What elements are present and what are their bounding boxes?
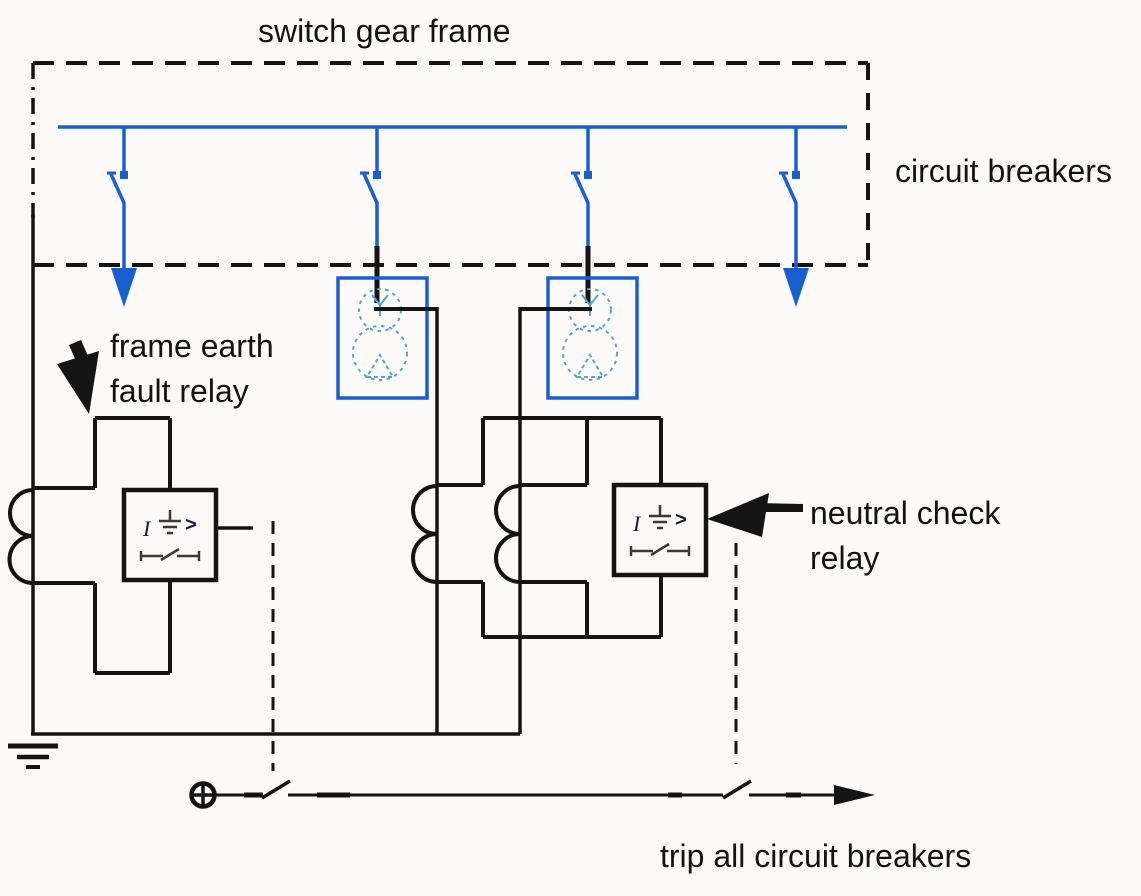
- trip-contact-1-icon: [261, 779, 291, 800]
- earth-ground-icon: [8, 743, 58, 769]
- frame-ct-secondary-loop: [33, 416, 172, 675]
- earth-fault-symbol-icon: [649, 505, 671, 530]
- label-line: neutral check: [810, 495, 1001, 531]
- breaker-blade: [362, 173, 379, 204]
- neutral-relay-pointer-arrow-icon: [707, 493, 803, 537]
- switchgear-frame-boundary: [31, 61, 870, 268]
- label-line: fault relay: [110, 373, 249, 409]
- relay-threshold-symbol: >: [675, 509, 687, 531]
- frame-earth-fault-relay: I >: [121, 487, 219, 583]
- transformer-box-2: [546, 276, 639, 400]
- trip-output-arrow-icon: [834, 785, 875, 805]
- earth-fault-symbol-icon: [159, 510, 181, 535]
- relay-current-symbol: I: [632, 511, 642, 536]
- transformer-box-1: [336, 276, 429, 400]
- trip-contact-2-icon: [722, 779, 752, 800]
- relay-contact-icon: [139, 547, 201, 562]
- circuit-breaker-2: [360, 128, 381, 250]
- relay-threshold-symbol: >: [185, 514, 197, 536]
- label-trip-all-circuit-breakers: trip all circuit breakers: [660, 838, 972, 874]
- dc-supply-plus-icon: [189, 781, 217, 809]
- breaker-blade: [781, 173, 798, 204]
- delta-winding-icon: [562, 325, 618, 381]
- neutral-ct-1-icon: [411, 484, 438, 584]
- label-switch-gear-frame: switch gear frame: [258, 13, 511, 49]
- feeder-arrow-icon: [111, 268, 137, 307]
- breaker-contact-dot: [584, 171, 592, 179]
- label-neutral-check-relay: neutral check relay: [810, 491, 1000, 581]
- label-line: relay: [810, 540, 880, 576]
- circuit-breaker-1: [107, 128, 137, 307]
- delta-winding-icon: [352, 325, 408, 381]
- circuit-breaker-4: [779, 128, 809, 307]
- breaker-contact-dot: [373, 171, 381, 179]
- feeder-arrow-icon: [783, 268, 809, 307]
- neutral-check-relay: I >: [611, 482, 709, 578]
- frame-ct-icon: [7, 488, 34, 585]
- neutral-ct-2-icon: [494, 484, 521, 584]
- circuit-breaker-3: [571, 128, 592, 250]
- breaker-contact-dot: [120, 171, 128, 179]
- relay-contact-icon: [629, 542, 691, 557]
- trip-circuit: [189, 779, 875, 809]
- label-circuit-breakers: circuit breakers: [895, 153, 1112, 189]
- label-frame-earth-fault-relay: frame earth fault relay: [110, 324, 274, 414]
- frame-relay-pointer-arrow-icon: [57, 340, 99, 414]
- breaker-contact-dot: [792, 171, 800, 179]
- breaker-blade: [109, 173, 126, 204]
- breaker-blade: [573, 173, 590, 204]
- label-line: frame earth: [110, 328, 274, 364]
- relay-current-symbol: I: [142, 516, 152, 541]
- neutral-ct-secondary-loop: [437, 416, 663, 639]
